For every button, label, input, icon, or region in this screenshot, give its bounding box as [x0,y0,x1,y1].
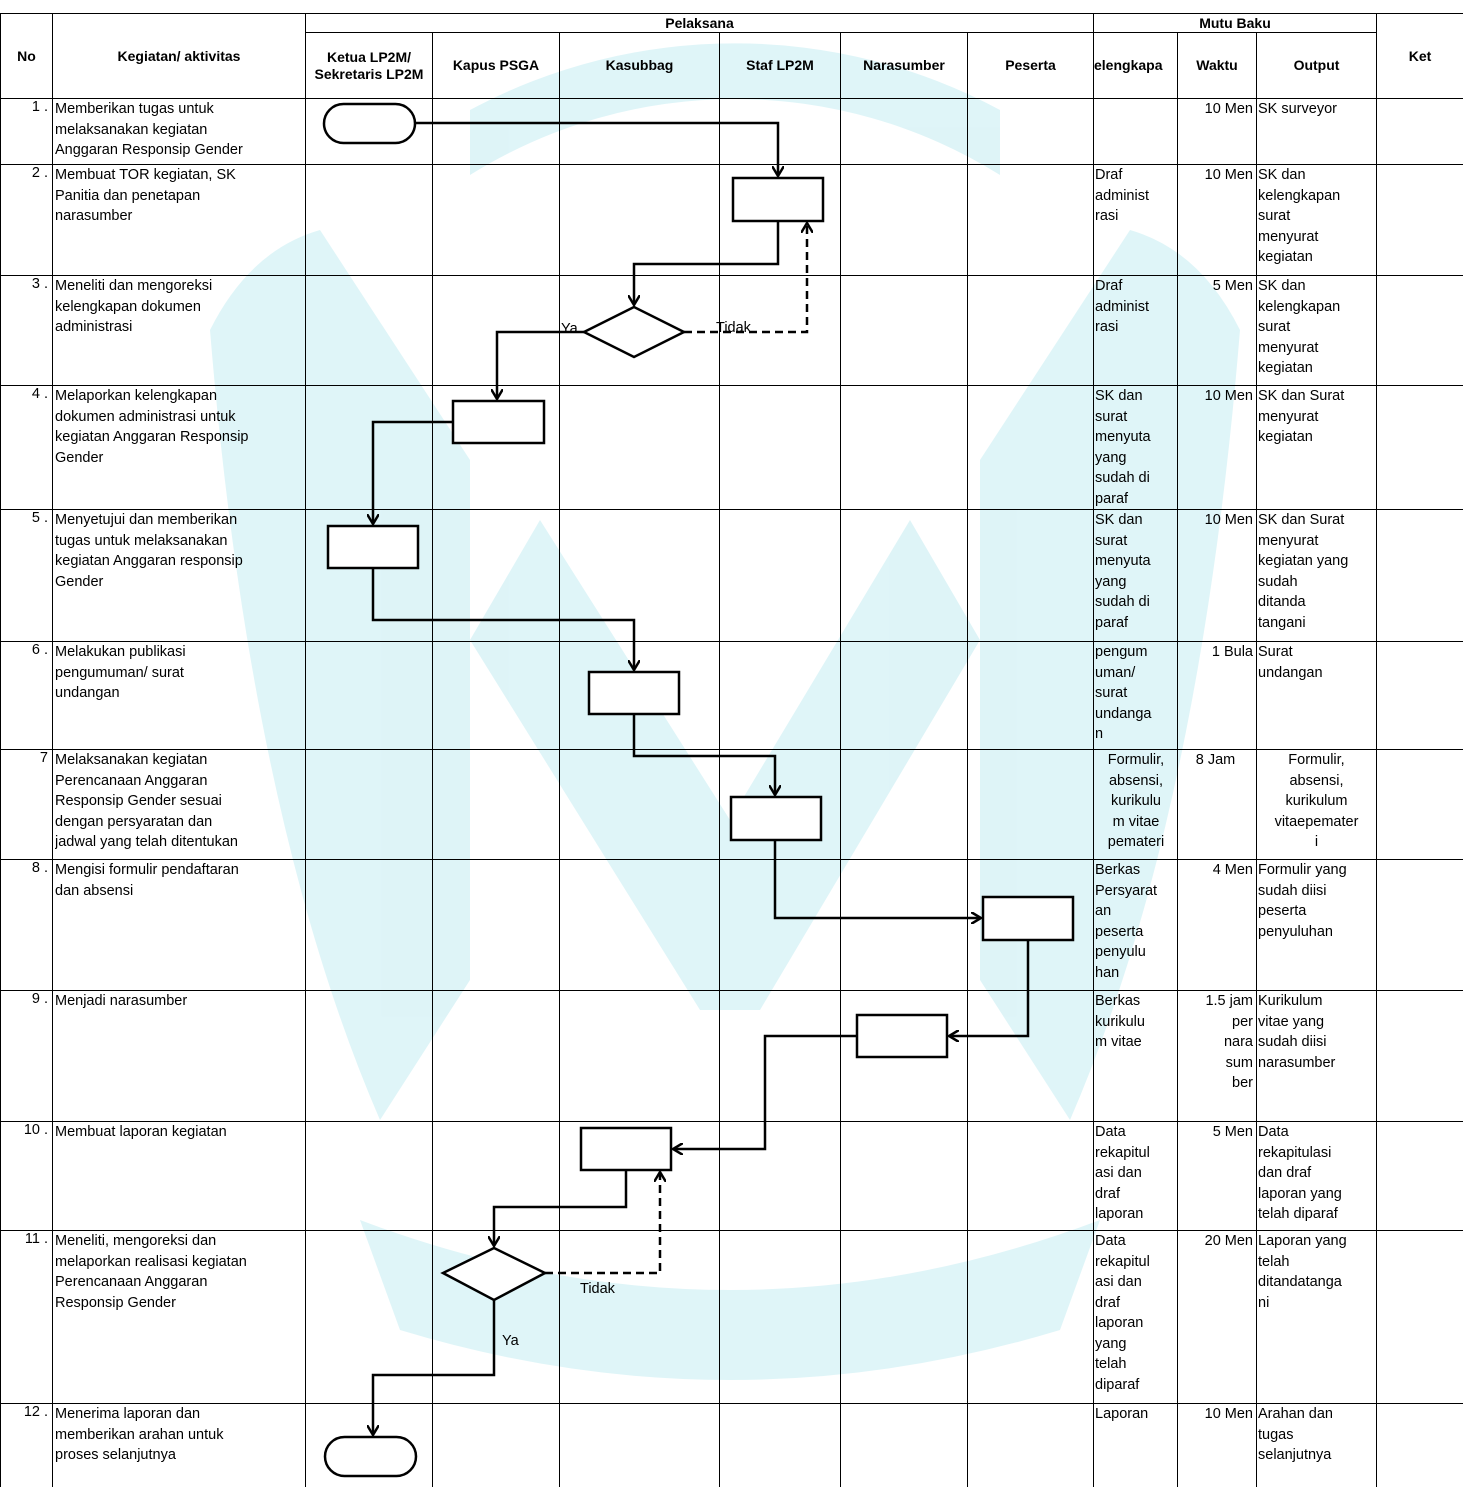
decision1-no-label: Tidak [716,320,751,336]
row-number: 11 . [24,1231,48,1247]
activity-cell: Melaksanakan kegiatan Perencanaan Anggar… [55,752,238,850]
waktu-cell: 10 Men [1204,167,1253,183]
activity-cell: Membuat laporan kegiatan [55,1124,227,1140]
output-cell: Surat undangan [1258,644,1323,681]
lane-header-kasubbag: Kasubbag [605,57,674,73]
row-number: 8 . [31,860,48,876]
waktu-cell: 4 Men [1212,862,1253,878]
waktu-cell: 1.5 jam per nara sum ber [1205,993,1253,1091]
output-cell: Formulir, absensi, kurikulum vitaepemate… [1274,752,1359,850]
row-number: 1 . [31,99,48,115]
activity-cell: Melaporkan kelengkapan dokumen administr… [55,388,249,466]
header-ket: Ket [1408,47,1432,64]
waktu-cell: 10 Men [1204,512,1253,528]
decision2-yes-label: Ya [502,1333,519,1349]
kelengkapan-cell: Berkas Persyarat an peserta penyulu han [1095,862,1158,981]
row-number: 2 . [31,165,48,181]
kelengkapan-cell: Draf administ rasi [1095,167,1149,224]
header-no: No [17,47,36,64]
row-number: 9 . [31,991,48,1007]
kelengkapan-cell [1095,99,1177,164]
header-kelengkapan: elengkapa [1094,57,1163,73]
kelengkapan-cell: SK dan surat menyuta yang sudah di paraf [1095,388,1151,507]
kelengkapan-cell: pengum uman/ surat undanga n [1095,644,1152,742]
output-cell: SK dan Surat menyurat kegiatan [1258,388,1345,445]
row-number: 7 [39,750,48,766]
row-number: 10 . [23,1122,48,1138]
lane-header-kapus-psga: Kapus PSGA [452,57,540,73]
header-output: Output [1293,57,1340,73]
activity-cell: Memberikan tugas untuk melaksanakan kegi… [55,101,243,158]
activity-cell: Menyetujui dan memberikan tugas untuk me… [55,512,243,590]
row-number: 12 . [23,1404,48,1420]
activity-cell: Membuat TOR kegiatan, SK Panitia dan pen… [55,167,236,224]
activity-cell: Menjadi narasumber [55,993,188,1009]
row-number: 5 . [31,510,48,526]
kelengkapan-cell: Data rekapitul asi dan draf laporan [1095,1124,1150,1222]
waktu-cell: 1 Bula [1211,644,1253,660]
output-cell: SK surveyor [1258,101,1337,117]
activity-cell: Melakukan publikasi pengumuman/ surat un… [55,644,186,701]
header-mutu-baku: Mutu Baku [1199,14,1271,31]
activity-cell: Meneliti, mengoreksi dan melaporkan real… [55,1233,247,1311]
kelengkapan-cell: Berkas kurikulu m vitae [1095,993,1145,1050]
waktu-cell: 8 Jam [1195,752,1236,768]
output-cell: Formulir yang sudah diisi peserta penyul… [1258,862,1347,940]
header-pelaksana: Pelaksana [665,14,734,31]
activity-cell: Mengisi formulir pendaftaran dan absensi [55,862,239,899]
output-cell: Arahan dan tugas selanjutnya [1258,1406,1333,1463]
activity-cell: Meneliti dan mengoreksi kelengkapan doku… [55,278,213,335]
waktu-cell: 10 Men [1204,101,1253,117]
waktu-cell: 20 Men [1204,1233,1253,1249]
lane-header-staf-lp2m: Staf LP2M [746,57,814,73]
kelengkapan-cell: SK dan surat menyuta yang sudah di paraf [1095,512,1151,631]
row-number: 3 . [31,276,48,292]
row-number: 6 . [31,642,48,658]
decision2-no-label: Tidak [580,1281,615,1297]
kelengkapan-cell: Laporan [1095,1406,1149,1422]
waktu-cell: 5 Men [1212,1124,1253,1140]
header-kegiatan: Kegiatan/ aktivitas [117,47,241,64]
activity-cell: Menerima laporan dan memberikan arahan u… [55,1406,224,1463]
lane-header-narasumber: Narasumber [863,57,945,73]
lane-header-ketua: Ketua LP2M/ Sekretaris LP2M [314,48,424,82]
waktu-cell: 10 Men [1204,1406,1253,1422]
output-cell: SK dan Surat menyurat kegiatan yang suda… [1258,512,1349,631]
kelengkapan-cell: Data rekapitul asi dan draf laporan yang… [1095,1233,1150,1393]
output-cell: SK dan kelengkapan surat menyurat kegiat… [1258,167,1341,265]
waktu-cell: 10 Men [1204,388,1253,404]
waktu-cell: 5 Men [1212,278,1253,294]
header-waktu: Waktu [1196,57,1238,73]
kelengkapan-cell: Formulir, absensi, kurikulu m vitae pema… [1107,752,1165,850]
output-cell: Data rekapitulasi dan draf laporan yang … [1258,1124,1342,1222]
lane-header-peserta: Peserta [1005,57,1056,73]
output-cell: SK dan kelengkapan surat menyurat kegiat… [1258,278,1341,376]
decision1-yes-label: Ya [561,321,578,337]
output-cell: Laporan yang telah ditandatanga ni [1258,1233,1347,1311]
row-number: 4 . [31,386,48,402]
kelengkapan-cell: Draf administ rasi [1095,278,1149,335]
output-cell: Kurikulum vitae yang sudah diisi narasum… [1258,993,1336,1071]
